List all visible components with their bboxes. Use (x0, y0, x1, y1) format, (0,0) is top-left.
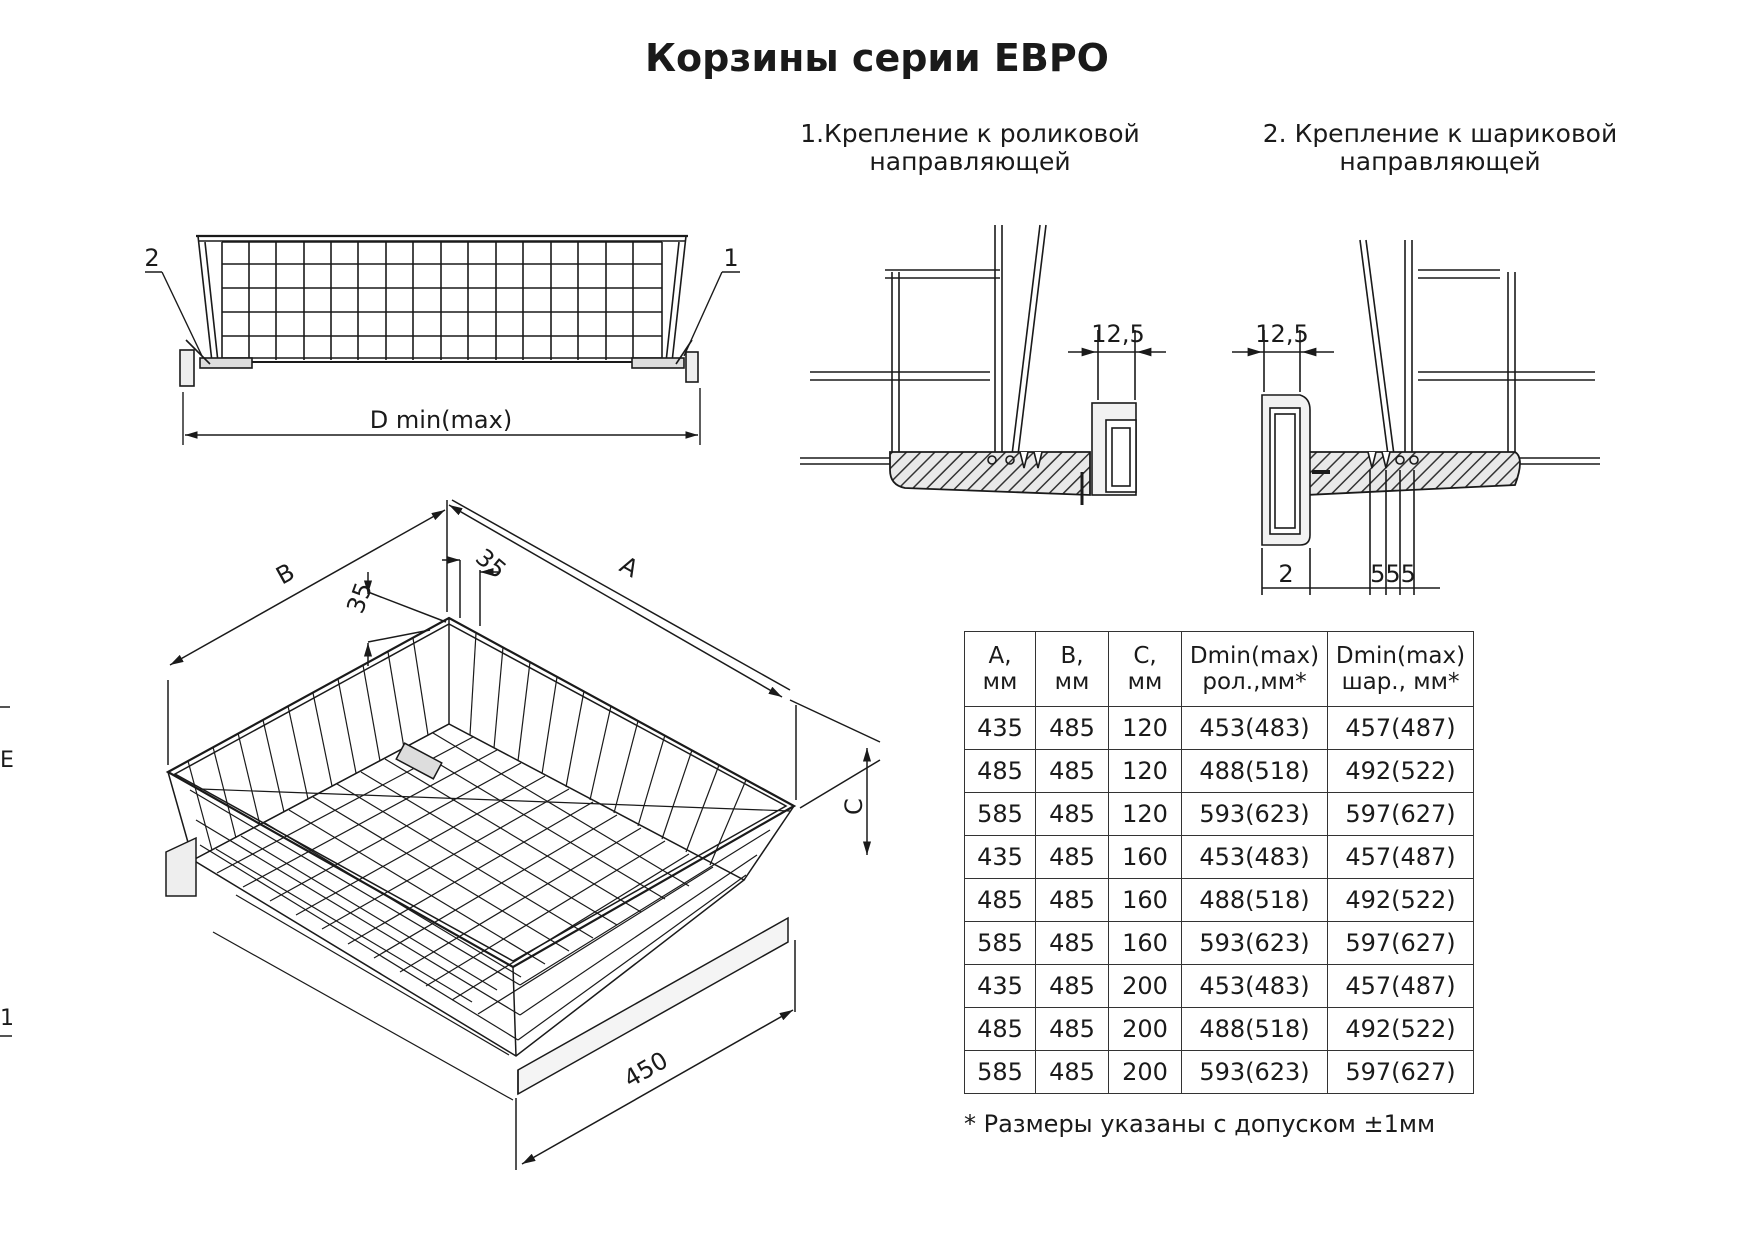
table-cell: 492(522) (1327, 878, 1474, 922)
front-label-1: 1 (723, 244, 738, 272)
table-cell: 585 (964, 792, 1036, 836)
table-cell: 485 (964, 749, 1036, 793)
iso-label-A: A (615, 551, 643, 584)
iso-label-450: 450 (619, 1046, 673, 1093)
table-cell: 593(623) (1181, 921, 1328, 965)
table-cell: 453(483) (1181, 964, 1328, 1008)
table-cell: 453(483) (1181, 835, 1328, 879)
table-cell: 597(627) (1327, 921, 1474, 965)
spec-table-header-row: A,мм B,мм C,мм Dmin(max)рол.,мм* Dmin(ma… (964, 631, 1474, 707)
header-d-ball: Dmin(max)шар., мм* (1327, 631, 1474, 707)
table-cell: 485 (1035, 1050, 1109, 1094)
table-cell: 488(518) (1181, 749, 1328, 793)
table-cell: 485 (1035, 835, 1109, 879)
tolerance-note: * Размеры указаны с допуском ±1мм (964, 1110, 1436, 1138)
table-cell: 120 (1108, 749, 1182, 793)
ball-gap-label: 12,5 (1255, 320, 1308, 348)
table-cell: 485 (964, 878, 1036, 922)
iso-label-C: C (840, 798, 868, 815)
table-cell: 488(518) (1181, 878, 1328, 922)
table-cell: 457(487) (1327, 964, 1474, 1008)
table-cell: 200 (1108, 964, 1182, 1008)
table-cell: 585 (964, 921, 1036, 965)
table-cell: 435 (964, 706, 1036, 750)
isometric-basket (165, 499, 881, 1170)
front-view-leaders (145, 271, 740, 445)
caption-roller-mount: 1.Крепление к роликовой направляющей (760, 120, 1180, 176)
table-cell: 160 (1108, 921, 1182, 965)
page-title: Корзины серии ЕВРО (645, 36, 1109, 80)
header-b: B,мм (1035, 631, 1109, 707)
table-cell: 485 (1035, 749, 1109, 793)
table-cell: 492(522) (1327, 1007, 1474, 1051)
roller-gap-label: 12,5 (1091, 320, 1144, 348)
header-c: C,мм (1108, 631, 1182, 707)
table-cell: 585 (964, 1050, 1036, 1094)
table-cell: 485 (1035, 706, 1109, 750)
table-cell: 485 (1035, 921, 1109, 965)
table-cell: 200 (1108, 1007, 1182, 1051)
iso-label-B: B (271, 558, 299, 590)
table-cell: 457(487) (1327, 835, 1474, 879)
front-label-2: 2 (144, 244, 159, 272)
header-d-roller: Dmin(max)рол.,мм* (1181, 631, 1328, 707)
front-view-basket (179, 234, 699, 387)
ball-bottom-2-label: 2 (1278, 560, 1293, 588)
table-cell: 435 (964, 835, 1036, 879)
table-cell: 120 (1108, 706, 1182, 750)
iso-label-35-side: 35 (341, 579, 378, 617)
table-cell: 200 (1108, 1050, 1182, 1094)
ball-mount-detail (1232, 239, 1600, 595)
table-cell: 485 (1035, 792, 1109, 836)
table-cell: 593(623) (1181, 792, 1328, 836)
table-cell: 597(627) (1327, 792, 1474, 836)
caption-roller-line2: направляющей (869, 147, 1071, 176)
front-width-label: D min(max) (370, 406, 512, 434)
table-cell: 453(483) (1181, 706, 1328, 750)
table-cell: 488(518) (1181, 1007, 1328, 1051)
ball-bottom-555-label: 555 (1370, 560, 1416, 588)
caption-ball-mount: 2. Крепление к шариковой направляющей (1230, 120, 1650, 176)
table-cell: 485 (1035, 964, 1109, 1008)
table-cell: 597(627) (1327, 1050, 1474, 1094)
roller-mount-detail (800, 224, 1166, 505)
caption-roller-line1: 1.Крепление к роликовой (800, 119, 1140, 148)
table-cell: 485 (1035, 1007, 1109, 1051)
spec-table: A,мм B,мм C,мм Dmin(max)рол.,мм* Dmin(ma… (964, 631, 1474, 1094)
caption-ball-line1: 2. Крепление к шариковой (1262, 119, 1618, 148)
table-cell: 485 (1035, 878, 1109, 922)
table-cell: 120 (1108, 792, 1182, 836)
table-cell: 160 (1108, 878, 1182, 922)
caption-ball-line2: направляющей (1339, 147, 1541, 176)
table-cell: 485 (964, 1007, 1036, 1051)
table-cell: 160 (1108, 835, 1182, 879)
edge-mark-e: E (0, 748, 14, 773)
table-cell: 593(623) (1181, 1050, 1328, 1094)
table-cell: 492(522) (1327, 749, 1474, 793)
table-cell: 435 (964, 964, 1036, 1008)
edge-mark-1: 1 (0, 1006, 14, 1031)
table-cell: 457(487) (1327, 706, 1474, 750)
iso-label-35-top: 35 (470, 543, 511, 584)
header-a: A,мм (964, 631, 1036, 707)
